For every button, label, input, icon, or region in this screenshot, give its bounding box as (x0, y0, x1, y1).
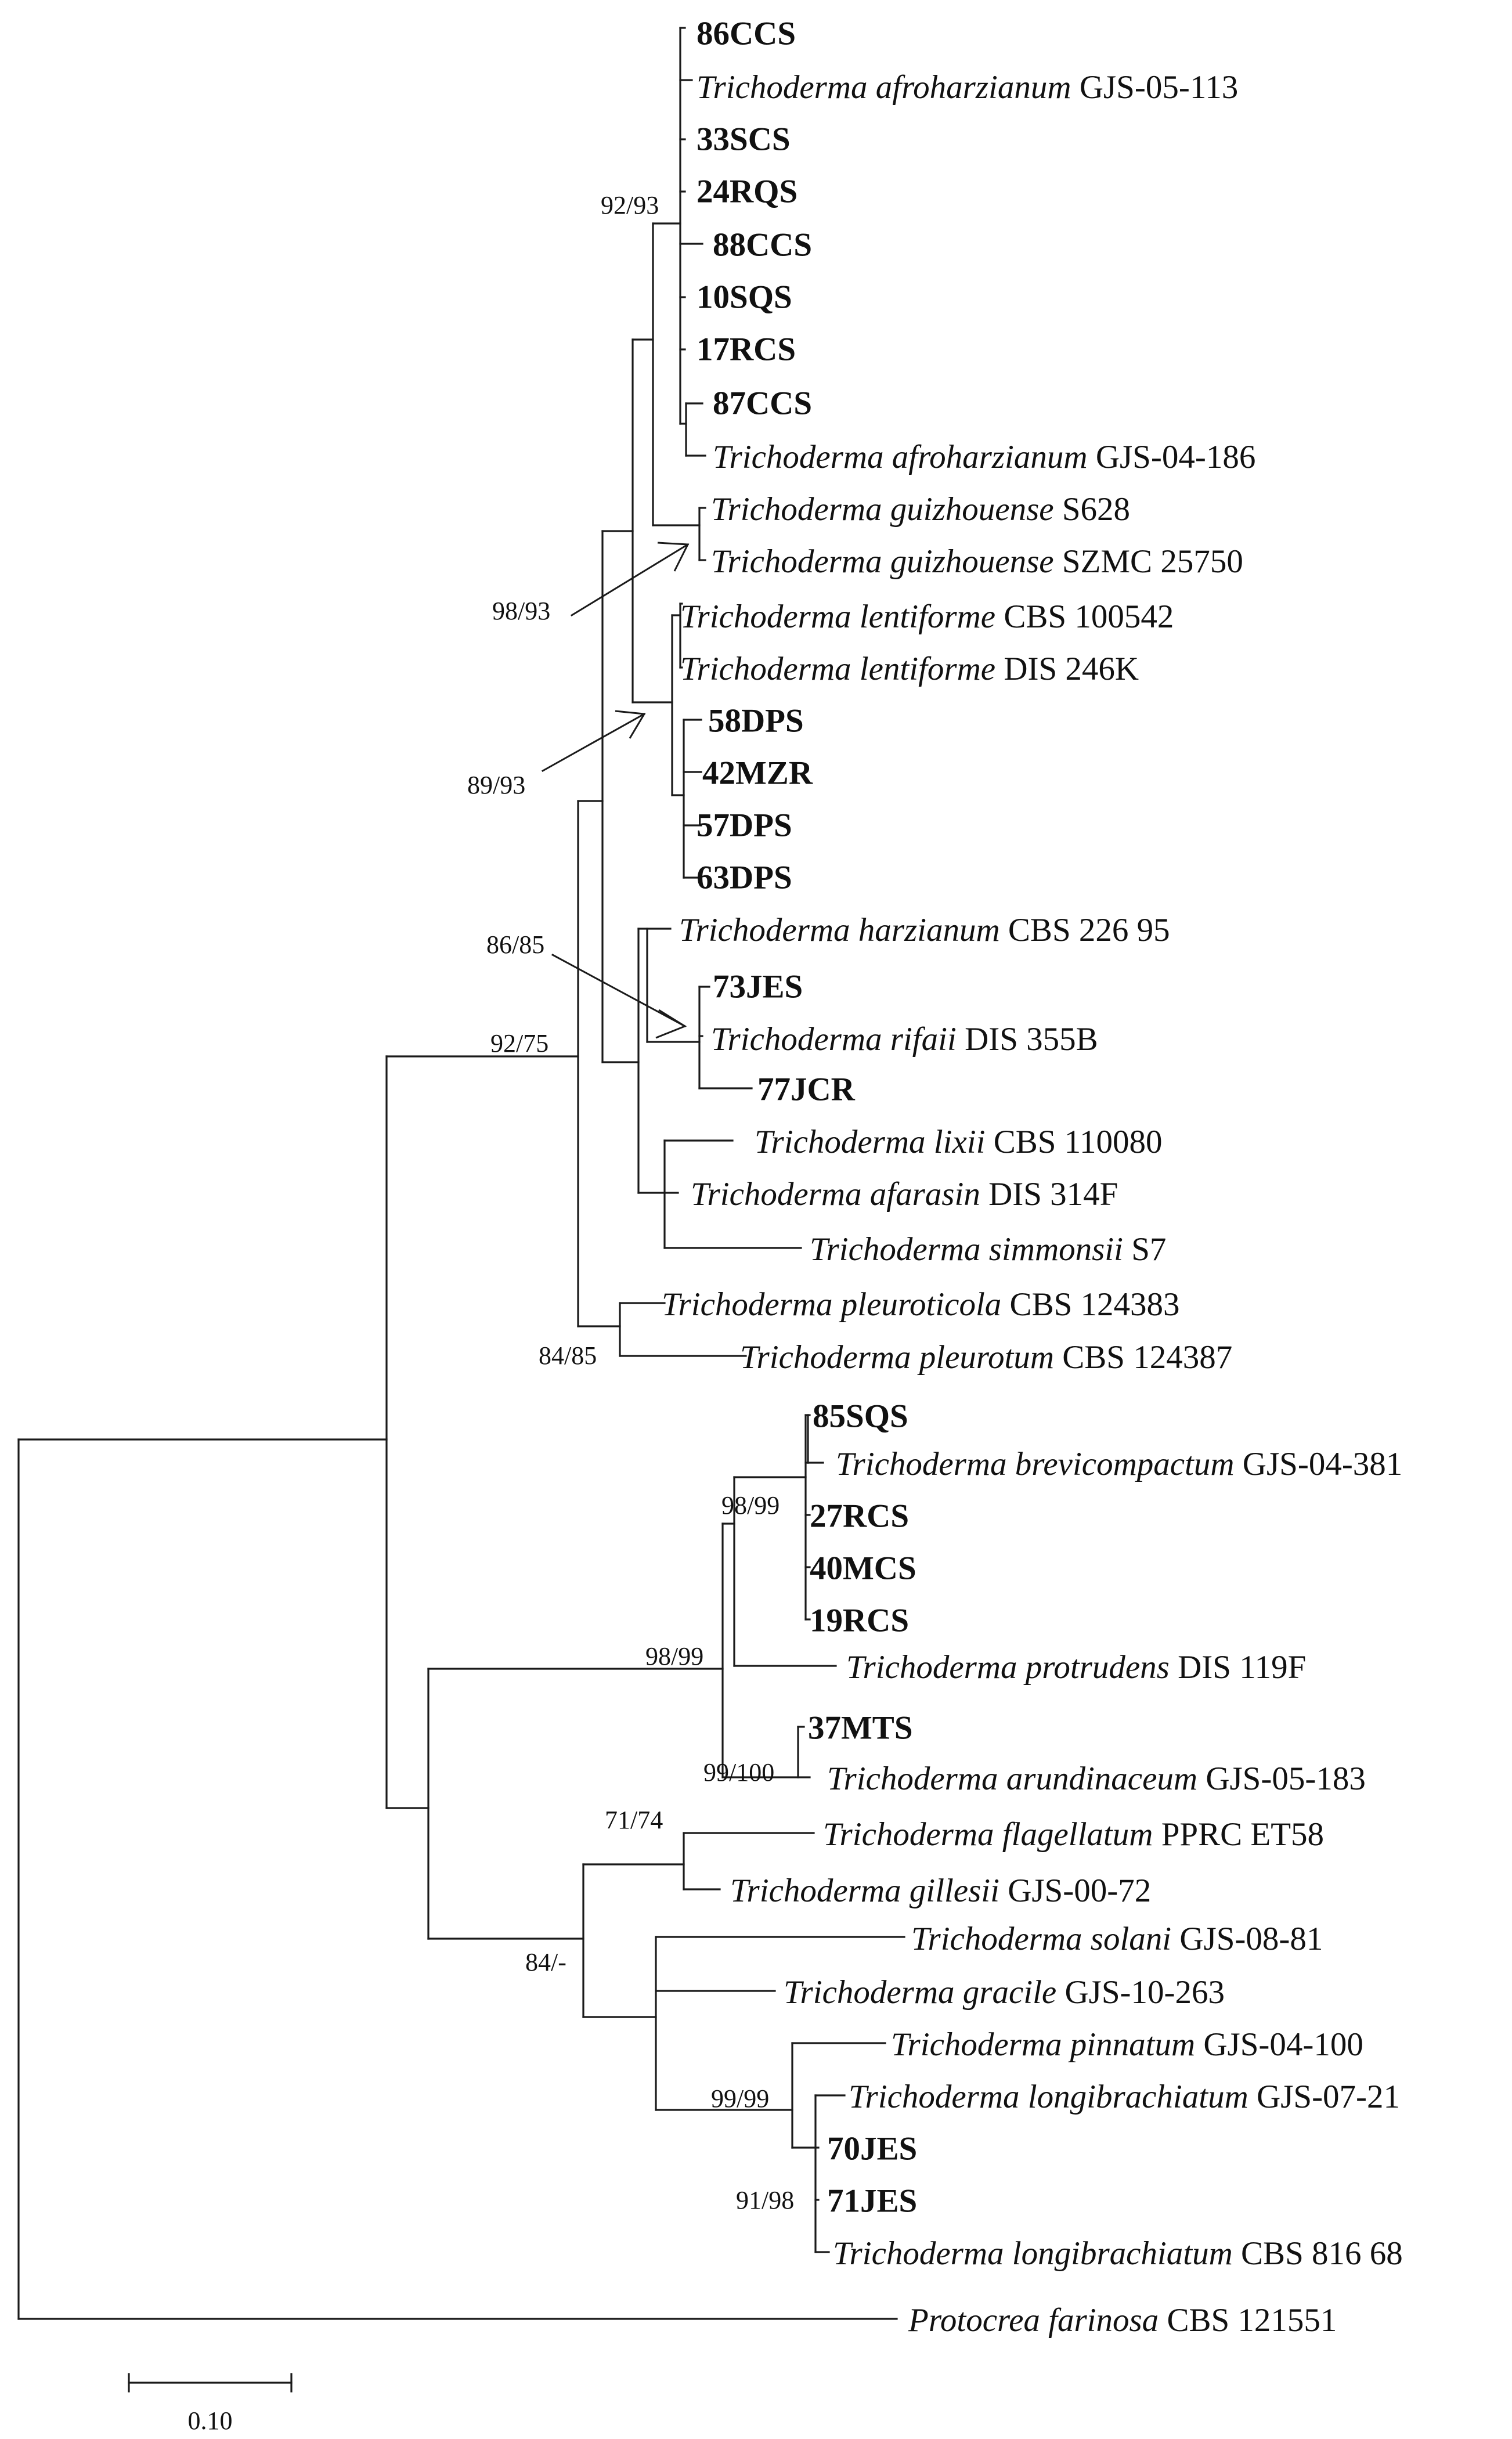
taxon-label: Trichoderma rifaii DIS 355B (711, 1021, 1098, 1058)
support-value: 92/75 (490, 1029, 548, 1058)
support-value: 98/99 (645, 1642, 703, 1671)
tree-branches (17, 27, 905, 2320)
isolate-label: 57DPS (697, 807, 792, 844)
tip-labels: 86CCS Trichoderma afroharzianum GJS-05-1… (662, 16, 1403, 2339)
support-value: 99/99 (711, 2084, 769, 2113)
taxon-label: Trichoderma afroharzianum GJS-05-113 (697, 69, 1238, 106)
taxon-label: Trichoderma brevicompactum GJS-04-381 (836, 1446, 1402, 1482)
taxon-label: Trichoderma pleurotum CBS 124387 (740, 1339, 1232, 1376)
isolate-label: 33SCS (697, 121, 791, 158)
taxon-label: Trichoderma harzianum CBS 226 95 (679, 912, 1170, 948)
taxon-label: Trichoderma lentiforme CBS 100542 (680, 598, 1174, 635)
isolate-label: 24RQS (697, 174, 798, 210)
taxon-label: Trichoderma lixii CBS 110080 (755, 1124, 1163, 1160)
outgroup-label: Protocrea farinosa CBS 121551 (908, 2302, 1337, 2339)
isolate-label: 37MTS (808, 1710, 913, 1747)
isolate-label: 17RCS (697, 331, 796, 368)
isolate-label: 27RCS (810, 1498, 909, 1535)
taxon-label: Trichoderma pinnatum GJS-04-100 (891, 2026, 1363, 2063)
taxon-label: Trichoderma protrudens DIS 119F (846, 1649, 1306, 1686)
taxon-label: Trichoderma longibrachiatum GJS-07-21 (849, 2079, 1400, 2115)
isolate-label: 70JES (827, 2131, 917, 2167)
isolate-label: 63DPS (697, 860, 792, 896)
taxon-label: Trichoderma guizhouense SZMC 25750 (711, 543, 1243, 580)
scale-bar: 0.10 (128, 2373, 293, 2435)
isolate-label: 87CCS (713, 385, 812, 422)
isolate-label: 10SQS (697, 279, 792, 316)
support-value: 89/93 (467, 771, 525, 799)
support-value: 84/85 (539, 1341, 597, 1370)
isolate-label: 58DPS (708, 703, 804, 739)
taxon-label: Trichoderma gillesii GJS-00-72 (730, 1872, 1151, 1909)
isolate-label: 85SQS (813, 1398, 908, 1435)
isolate-label: 19RCS (810, 1603, 909, 1639)
taxon-label: Trichoderma arundinaceum GJS-05-183 (827, 1760, 1366, 1797)
taxon-label: Trichoderma lentiforme DIS 246K (680, 651, 1139, 687)
support-value: 92/93 (601, 191, 659, 219)
support-value: 71/74 (605, 1806, 663, 1834)
taxon-label: Trichoderma afarasin DIS 314F (691, 1176, 1118, 1213)
scale-bar-label: 0.10 (188, 2406, 233, 2435)
support-value: 98/99 (721, 1491, 780, 1520)
isolate-label: 71JES (827, 2183, 917, 2220)
taxon-label: Trichoderma flagellatum PPRC ET58 (823, 1816, 1324, 1853)
taxon-label: Trichoderma pleuroticola CBS 124383 (662, 1286, 1180, 1323)
taxon-label: Trichoderma solani GJS-08-81 (911, 1921, 1323, 1957)
taxon-label: Trichoderma guizhouense S628 (711, 491, 1130, 528)
isolate-label: 77JCR (757, 1071, 856, 1108)
taxon-label: Trichoderma afroharzianum GJS-04-186 (713, 439, 1255, 475)
isolate-label: 40MCS (810, 1550, 916, 1587)
isolate-label: 88CCS (713, 227, 812, 264)
support-value: 86/85 (486, 930, 544, 959)
support-values: 92/93 98/93 89/93 86/85 92/75 84/85 98/9… (467, 191, 794, 2214)
support-value: 99/100 (703, 1758, 774, 1787)
taxon-label: Trichoderma longibrachiatum CBS 816 68 (833, 2235, 1403, 2272)
support-value: 98/93 (492, 597, 550, 625)
isolate-label: 42MZR (702, 755, 813, 792)
isolate-label: 73JES (713, 969, 803, 1005)
support-value: 91/98 (736, 2186, 794, 2214)
taxon-label: Trichoderma gracile GJS-10-263 (784, 1974, 1225, 2011)
isolate-label: 86CCS (697, 16, 796, 52)
taxon-label: Trichoderma simmonsii S7 (810, 1231, 1166, 1268)
support-value: 84/- (525, 1948, 566, 1976)
annotation-arrows (541, 542, 690, 1039)
